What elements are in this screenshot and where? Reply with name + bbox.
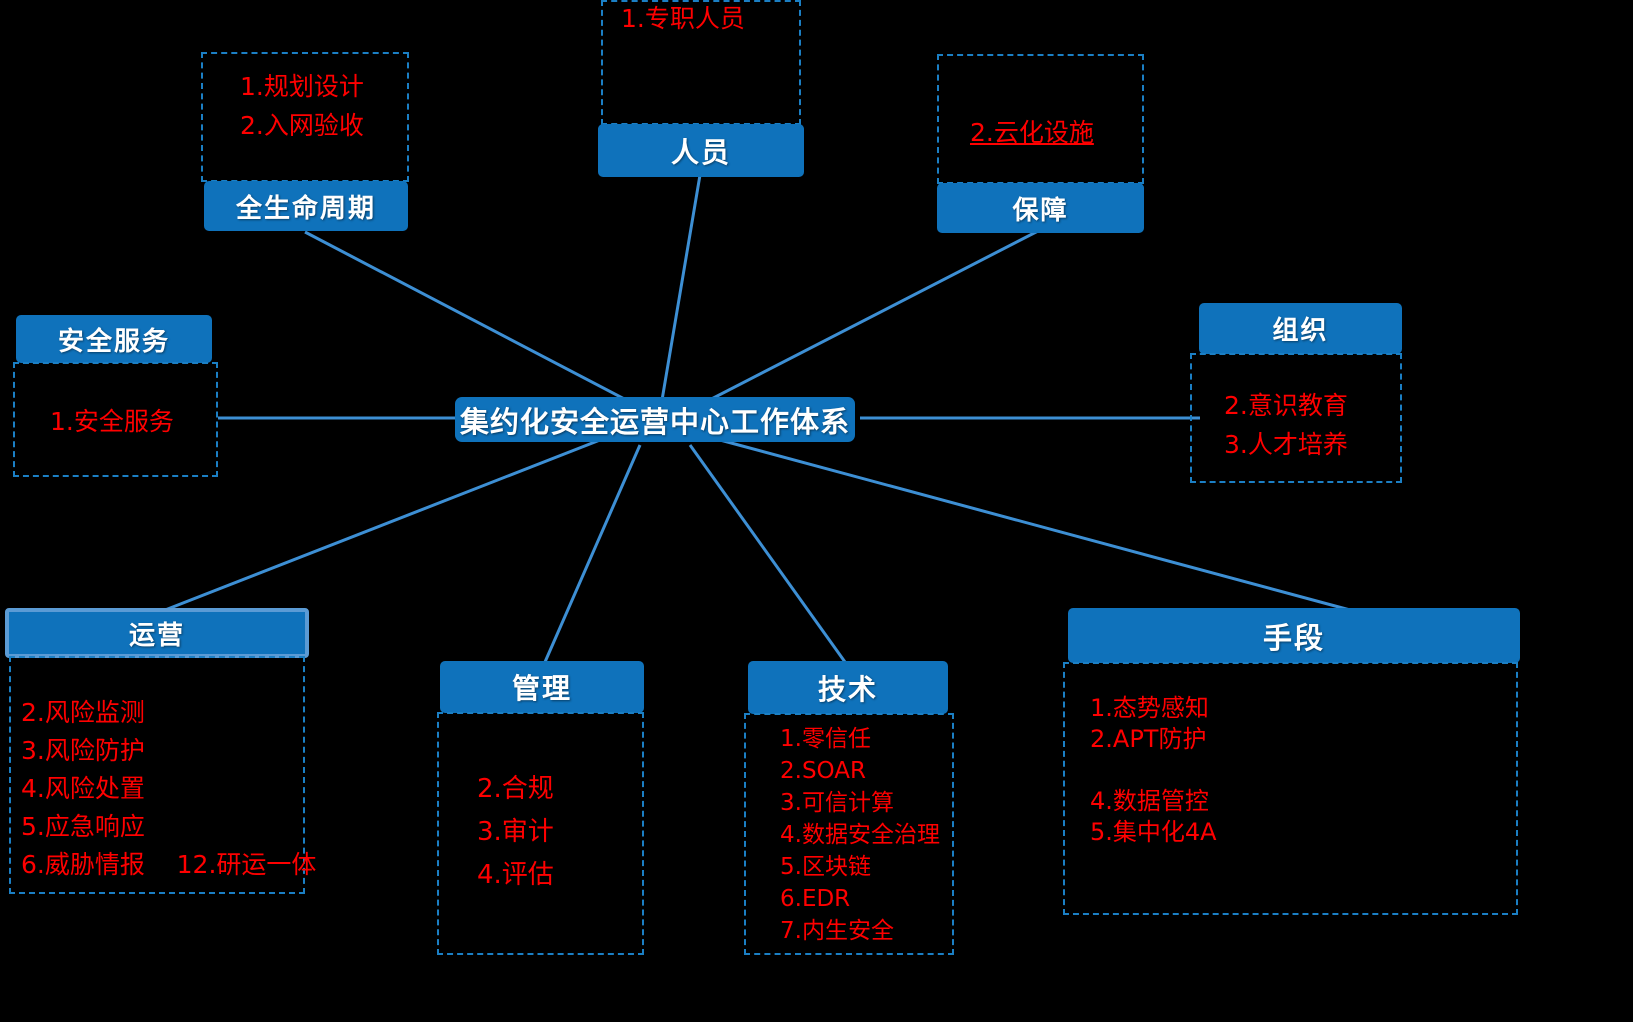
- panel-item: 5.集中化4A: [1090, 818, 1217, 846]
- panel-item: 1.规划设计: [240, 72, 364, 101]
- panel-item: 5.应急响应: [21, 812, 145, 841]
- center-node-label: 集约化安全运营中心工作体系: [459, 404, 850, 439]
- node-management[interactable]: 管理: [440, 661, 644, 713]
- center-node[interactable]: 集约化安全运营中心工作体系: [455, 397, 855, 442]
- panel-item: 1.态势感知: [1090, 694, 1209, 722]
- panel-item: 2.入网验收: [240, 111, 364, 140]
- panel-technology: 1.零信任 2.SOAR 3.可信计算 4.数据安全治理 5.区块链 6.EDR…: [744, 713, 954, 955]
- panel-assurance: 2.云化设施: [937, 54, 1144, 184]
- node-label: 组织: [1272, 316, 1329, 346]
- panel-item: 3.可信计算: [780, 790, 894, 816]
- panel-item: 4.风险处置: [21, 774, 145, 803]
- panel-operations: 2.风险监测 3.风险防护 4.风险处置 5.应急响应 6.威胁情报 12.研运…: [9, 656, 317, 894]
- node-lifecycle[interactable]: 全生命周期: [204, 181, 408, 231]
- panel-management: 2.合规 3.审计 4.评估: [437, 712, 644, 955]
- panel-item: 2.SOAR: [780, 758, 866, 784]
- panel-item: 1.专职人员: [621, 4, 745, 33]
- node-label: 人员: [670, 135, 731, 169]
- node-label: 全生命周期: [235, 193, 376, 224]
- panel-security-service: 1.安全服务: [13, 362, 218, 477]
- panel-item: 2.APT防护: [1090, 725, 1207, 753]
- panel-item: 2.云化设施: [970, 118, 1094, 147]
- connector-lifecycle: [304, 230, 656, 417]
- connector-operations: [159, 438, 601, 614]
- panel-item: 4.评估: [477, 860, 554, 890]
- node-means[interactable]: 手段: [1068, 608, 1520, 663]
- panel-item: 4.数据安全治理: [780, 822, 940, 848]
- connector-technology: [688, 444, 847, 663]
- node-label: 技术: [817, 672, 878, 706]
- panel-lifecycle: 1.规划设计 2.入网验收: [201, 52, 409, 182]
- node-label: 安全服务: [57, 326, 170, 357]
- panel-personnel: 1.专职人员: [601, 0, 801, 125]
- panel-item: 6.威胁情报 12.研运一体: [21, 850, 317, 879]
- node-label: 管理: [511, 672, 572, 705]
- node-label: 手段: [1262, 620, 1325, 655]
- panel-item: 2.意识教育: [1224, 391, 1348, 420]
- node-personnel[interactable]: 人员: [598, 124, 804, 177]
- panel-item: 3.人才培养: [1224, 430, 1348, 459]
- node-label: 运营: [128, 620, 185, 651]
- node-label: 保障: [1012, 195, 1069, 226]
- panel-item: 6.EDR: [780, 886, 851, 912]
- panel-item: 2.风险监测: [21, 698, 145, 727]
- panel-item: 3.风险防护: [21, 736, 145, 765]
- panel-item: 4.数据管控: [1090, 787, 1209, 815]
- node-operations[interactable]: 运营: [5, 608, 309, 658]
- panel-item: 7.内生安全: [780, 918, 894, 944]
- panel-item: [1090, 758, 1516, 782]
- connector-assurance: [689, 228, 1041, 412]
- panel-organization: 2.意识教育 3.人才培养: [1190, 353, 1402, 483]
- connector-management: [543, 444, 642, 663]
- panel-item: 1.零信任: [780, 726, 871, 752]
- panel-item: 2.合规: [477, 774, 554, 804]
- node-technology[interactable]: 技术: [748, 661, 948, 714]
- panel-item: 3.审计: [477, 817, 554, 847]
- node-assurance[interactable]: 保障: [937, 183, 1144, 233]
- panel-means: 1.态势感知 2.APT防护 4.数据管控 5.集中化4A: [1063, 662, 1518, 915]
- panel-item: 1.安全服务: [50, 407, 174, 436]
- connector-personnel: [658, 174, 702, 413]
- panel-item: 5.区块链: [780, 854, 871, 880]
- node-security-service[interactable]: 安全服务: [16, 315, 212, 363]
- node-organization[interactable]: 组织: [1199, 303, 1402, 354]
